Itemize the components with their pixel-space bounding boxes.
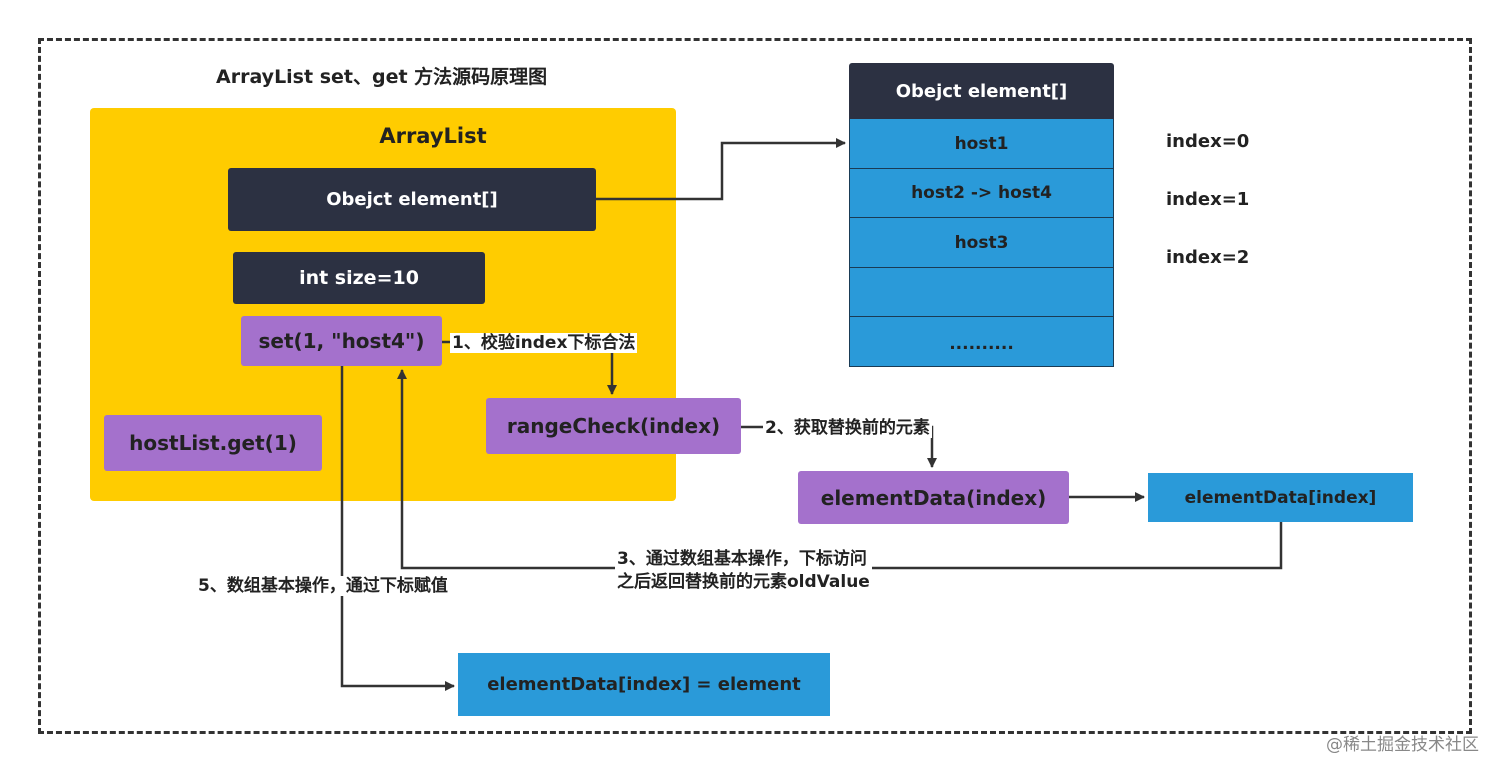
diagram-frame [38, 38, 1472, 734]
arrow-element-to-array [596, 138, 846, 201]
step1-label: 1、校验index下标合法 [450, 332, 638, 355]
element-data-call-node: elementData(index) [798, 471, 1069, 524]
size-field: int size=10 [233, 252, 485, 304]
array-header: Obejct element[] [849, 63, 1114, 119]
step3-label: 3、通过数组基本操作，下标访问 之后返回替换前的元素oldValue [615, 548, 872, 594]
index-label: index=2 [1166, 247, 1250, 268]
step5-label: 5、数组基本操作，通过下标赋值 [196, 575, 450, 598]
step1-text: 1、校验index下标合法 [450, 333, 638, 353]
array-cell: .......... [849, 317, 1114, 367]
element-data-assign-node: elementData[index] = element [458, 653, 830, 716]
get-call-node: hostList.get(1) [104, 415, 322, 471]
diagram-title: ArrayList set、get 方法源码原理图 [216, 66, 548, 88]
step3-line1: 3、通过数组基本操作，下标访问 [615, 548, 872, 571]
step5-text: 5、数组基本操作，通过下标赋值 [196, 576, 450, 596]
range-check-node: rangeCheck(index) [486, 398, 741, 454]
arrow-set-to-assign [340, 366, 455, 691]
element-data-access-node: elementData[index] [1148, 473, 1413, 522]
array-cell: host1 [849, 119, 1114, 169]
index-label: index=1 [1166, 189, 1250, 210]
step2-label: 2、获取替换前的元素 [763, 417, 932, 440]
step2-text: 2、获取替换前的元素 [763, 418, 932, 438]
arraylist-label: ArrayList [379, 124, 487, 148]
array-cell [849, 268, 1114, 317]
array-cell: host2 -> host4 [849, 169, 1114, 218]
set-call-node: set(1, "host4") [241, 316, 442, 366]
watermark: @稀土掘金技术社区 [1326, 735, 1479, 755]
array-cell: host3 [849, 218, 1114, 268]
arrow-return-oldvalue [397, 369, 1283, 570]
index-label: index=0 [1166, 131, 1250, 152]
step3-line2: 之后返回替换前的元素oldValue [615, 571, 872, 594]
element-array-field: Obejct element[] [228, 168, 596, 231]
